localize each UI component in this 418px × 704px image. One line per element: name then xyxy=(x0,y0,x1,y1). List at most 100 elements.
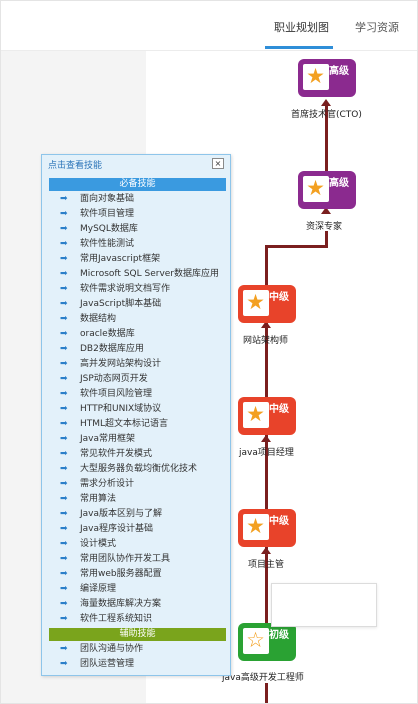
connector-line xyxy=(265,245,328,248)
hover-tooltip xyxy=(271,583,377,627)
skill-item[interactable]: ➡HTTP和UNIX域协议 xyxy=(60,402,161,417)
skill-item[interactable]: ➡软件项目管理 xyxy=(60,207,134,222)
skill-item[interactable]: ➡面向对象基础 xyxy=(60,192,134,207)
arrow-right-icon: ➡ xyxy=(60,284,68,294)
arrow-right-icon: ➡ xyxy=(60,419,68,429)
skill-label: 软件工程系统知识 xyxy=(80,614,153,624)
half-star-icon: ★ xyxy=(246,290,265,314)
skill-item[interactable]: ➡常见软件开发模式 xyxy=(60,447,152,462)
skill-label: Java常用框架 xyxy=(80,434,136,444)
roadmap-node-senior-java-engineer[interactable]: ☆ 初级 xyxy=(238,623,296,661)
skill-label: Java程序设计基础 xyxy=(80,524,154,534)
skill-item[interactable]: ➡ 常用Javascript框架 xyxy=(60,252,160,267)
skill-item[interactable]: ➡数据结构 xyxy=(60,312,116,327)
skill-item[interactable]: ➡大型服务器负载均衡优化技术 xyxy=(60,462,197,477)
skill-item[interactable]: ➡高并发网站架构设计 xyxy=(60,357,161,372)
roadmap-node-cto[interactable]: ★ 高级 xyxy=(298,59,356,97)
skill-label: MySQL数据库 xyxy=(80,224,138,234)
roadmap-node-project-lead[interactable]: ★ 中级 xyxy=(238,509,296,547)
half-star-icon: ★ xyxy=(246,514,265,538)
connector-line xyxy=(265,435,268,509)
star-outline-icon: ☆ xyxy=(246,628,265,652)
close-button[interactable]: × xyxy=(212,158,224,169)
skills-panel-header: 点击查看技能 × xyxy=(42,155,230,173)
arrow-right-icon: ➡ xyxy=(60,614,68,624)
skill-label: 常用算法 xyxy=(80,494,117,504)
skill-item[interactable]: ➡Java常用框架 xyxy=(60,432,135,447)
skill-item[interactable]: ➡团队沟通与协作 xyxy=(60,642,143,657)
skill-item[interactable]: ➡ 设计模式 xyxy=(60,537,116,552)
skill-item[interactable]: ➡海量数据库解决方案 xyxy=(60,597,161,612)
roadmap-node-project-manager[interactable]: ★ 中级 xyxy=(238,397,296,435)
skill-item[interactable]: ➡Microsoft SQL Server数据库应用 xyxy=(60,267,219,282)
skill-label: Microsoft SQL Server数据库应用 xyxy=(80,269,220,279)
connector-arrow xyxy=(261,547,271,554)
arrow-right-icon: ➡ xyxy=(60,359,68,369)
skill-item[interactable]: ➡ oracle数据库 xyxy=(60,327,135,342)
skill-item[interactable]: ➡JSP动态网页开发 xyxy=(60,372,148,387)
level-label: 高级 xyxy=(329,66,349,77)
skill-label: 设计模式 xyxy=(80,539,117,549)
skill-label: DB2数据库应用 xyxy=(80,344,144,354)
tab-career-path[interactable]: 职业规划图 xyxy=(274,21,329,34)
connector-arrow xyxy=(321,207,331,214)
level-label: 中级 xyxy=(269,292,289,303)
skill-item[interactable]: ➡ 常用团队协作开发工具 xyxy=(60,552,170,567)
connector-line xyxy=(265,683,268,703)
skill-item[interactable]: ➡DB2数据库应用 xyxy=(60,342,144,357)
connector-arrow xyxy=(261,435,271,442)
skill-label: 团队沟通与协作 xyxy=(80,644,144,654)
skill-label: 团队运营管理 xyxy=(80,659,135,669)
skill-label: 常见软件开发模式 xyxy=(80,449,153,459)
roadmap-node-architect[interactable]: ★ 中级 xyxy=(238,285,296,323)
arrow-right-icon: ➡ xyxy=(60,554,68,564)
skill-label: 常用Javascript框架 xyxy=(80,254,161,264)
skill-item[interactable]: ➡ 常用算法 xyxy=(60,492,116,507)
roadmap-node-senior-expert[interactable]: ★ 高级 xyxy=(298,171,356,209)
node-title: 资深专家 xyxy=(306,222,343,232)
skill-label: oracle数据库 xyxy=(80,329,135,339)
skill-item[interactable]: ➡软件性能测试 xyxy=(60,237,134,252)
skill-label: 常用团队协作开发工具 xyxy=(80,554,171,564)
connector-line xyxy=(265,547,268,623)
node-title: java项目经理 xyxy=(239,448,294,458)
skill-item[interactable]: ➡Java版本区别与了解 xyxy=(60,507,162,522)
arrow-right-icon: ➡ xyxy=(60,254,68,264)
half-star-icon: ★ xyxy=(246,402,265,426)
skill-item[interactable]: ➡ 软件工程系统知识 xyxy=(60,612,152,627)
skill-item[interactable]: ➡Java程序设计基础 xyxy=(60,522,153,537)
connector-line xyxy=(325,105,328,173)
skill-label: 需求分析设计 xyxy=(80,479,135,489)
skill-item[interactable]: ➡MySQL数据库 xyxy=(60,222,138,237)
skill-label: HTML超文本标记语言 xyxy=(80,419,169,429)
skill-item[interactable]: ➡软件项目风险管理 xyxy=(60,387,152,402)
skill-label: 软件性能测试 xyxy=(80,239,135,249)
skill-item[interactable]: ➡编译原理 xyxy=(60,582,116,597)
required-skills-header: 必备技能 xyxy=(49,178,226,191)
star-icon: ★ xyxy=(306,176,325,200)
skill-item[interactable]: ➡ HTML超文本标记语言 xyxy=(60,417,168,432)
skill-item[interactable]: ➡常用web服务器配置 xyxy=(60,567,162,582)
arrow-right-icon: ➡ xyxy=(60,659,68,669)
skill-item[interactable]: ➡ 软件需求说明文档写作 xyxy=(60,282,170,297)
arrow-right-icon: ➡ xyxy=(60,299,68,309)
connector-line xyxy=(265,321,268,397)
arrow-right-icon: ➡ xyxy=(60,329,68,339)
level-label: 中级 xyxy=(269,404,289,415)
skill-item[interactable]: ➡需求分析设计 xyxy=(60,477,134,492)
arrow-right-icon: ➡ xyxy=(60,539,68,549)
skill-label: 软件需求说明文档写作 xyxy=(80,284,171,294)
arrow-right-icon: ➡ xyxy=(60,584,68,594)
arrow-right-icon: ➡ xyxy=(60,599,68,609)
skill-item[interactable]: ➡ 团队运营管理 xyxy=(60,657,134,672)
arrow-right-icon: ➡ xyxy=(60,389,68,399)
connector-arrow xyxy=(321,99,331,106)
auxiliary-skills-header: 辅助技能 xyxy=(49,628,226,641)
arrow-right-icon: ➡ xyxy=(60,494,68,504)
skill-item[interactable]: ➡JavaScript脚本基础 xyxy=(60,297,161,312)
tab-learning-resources[interactable]: 学习资源 xyxy=(355,21,399,34)
arrow-right-icon: ➡ xyxy=(60,209,68,219)
skill-label: 面向对象基础 xyxy=(80,194,135,204)
skill-label: 常用web服务器配置 xyxy=(80,569,162,579)
